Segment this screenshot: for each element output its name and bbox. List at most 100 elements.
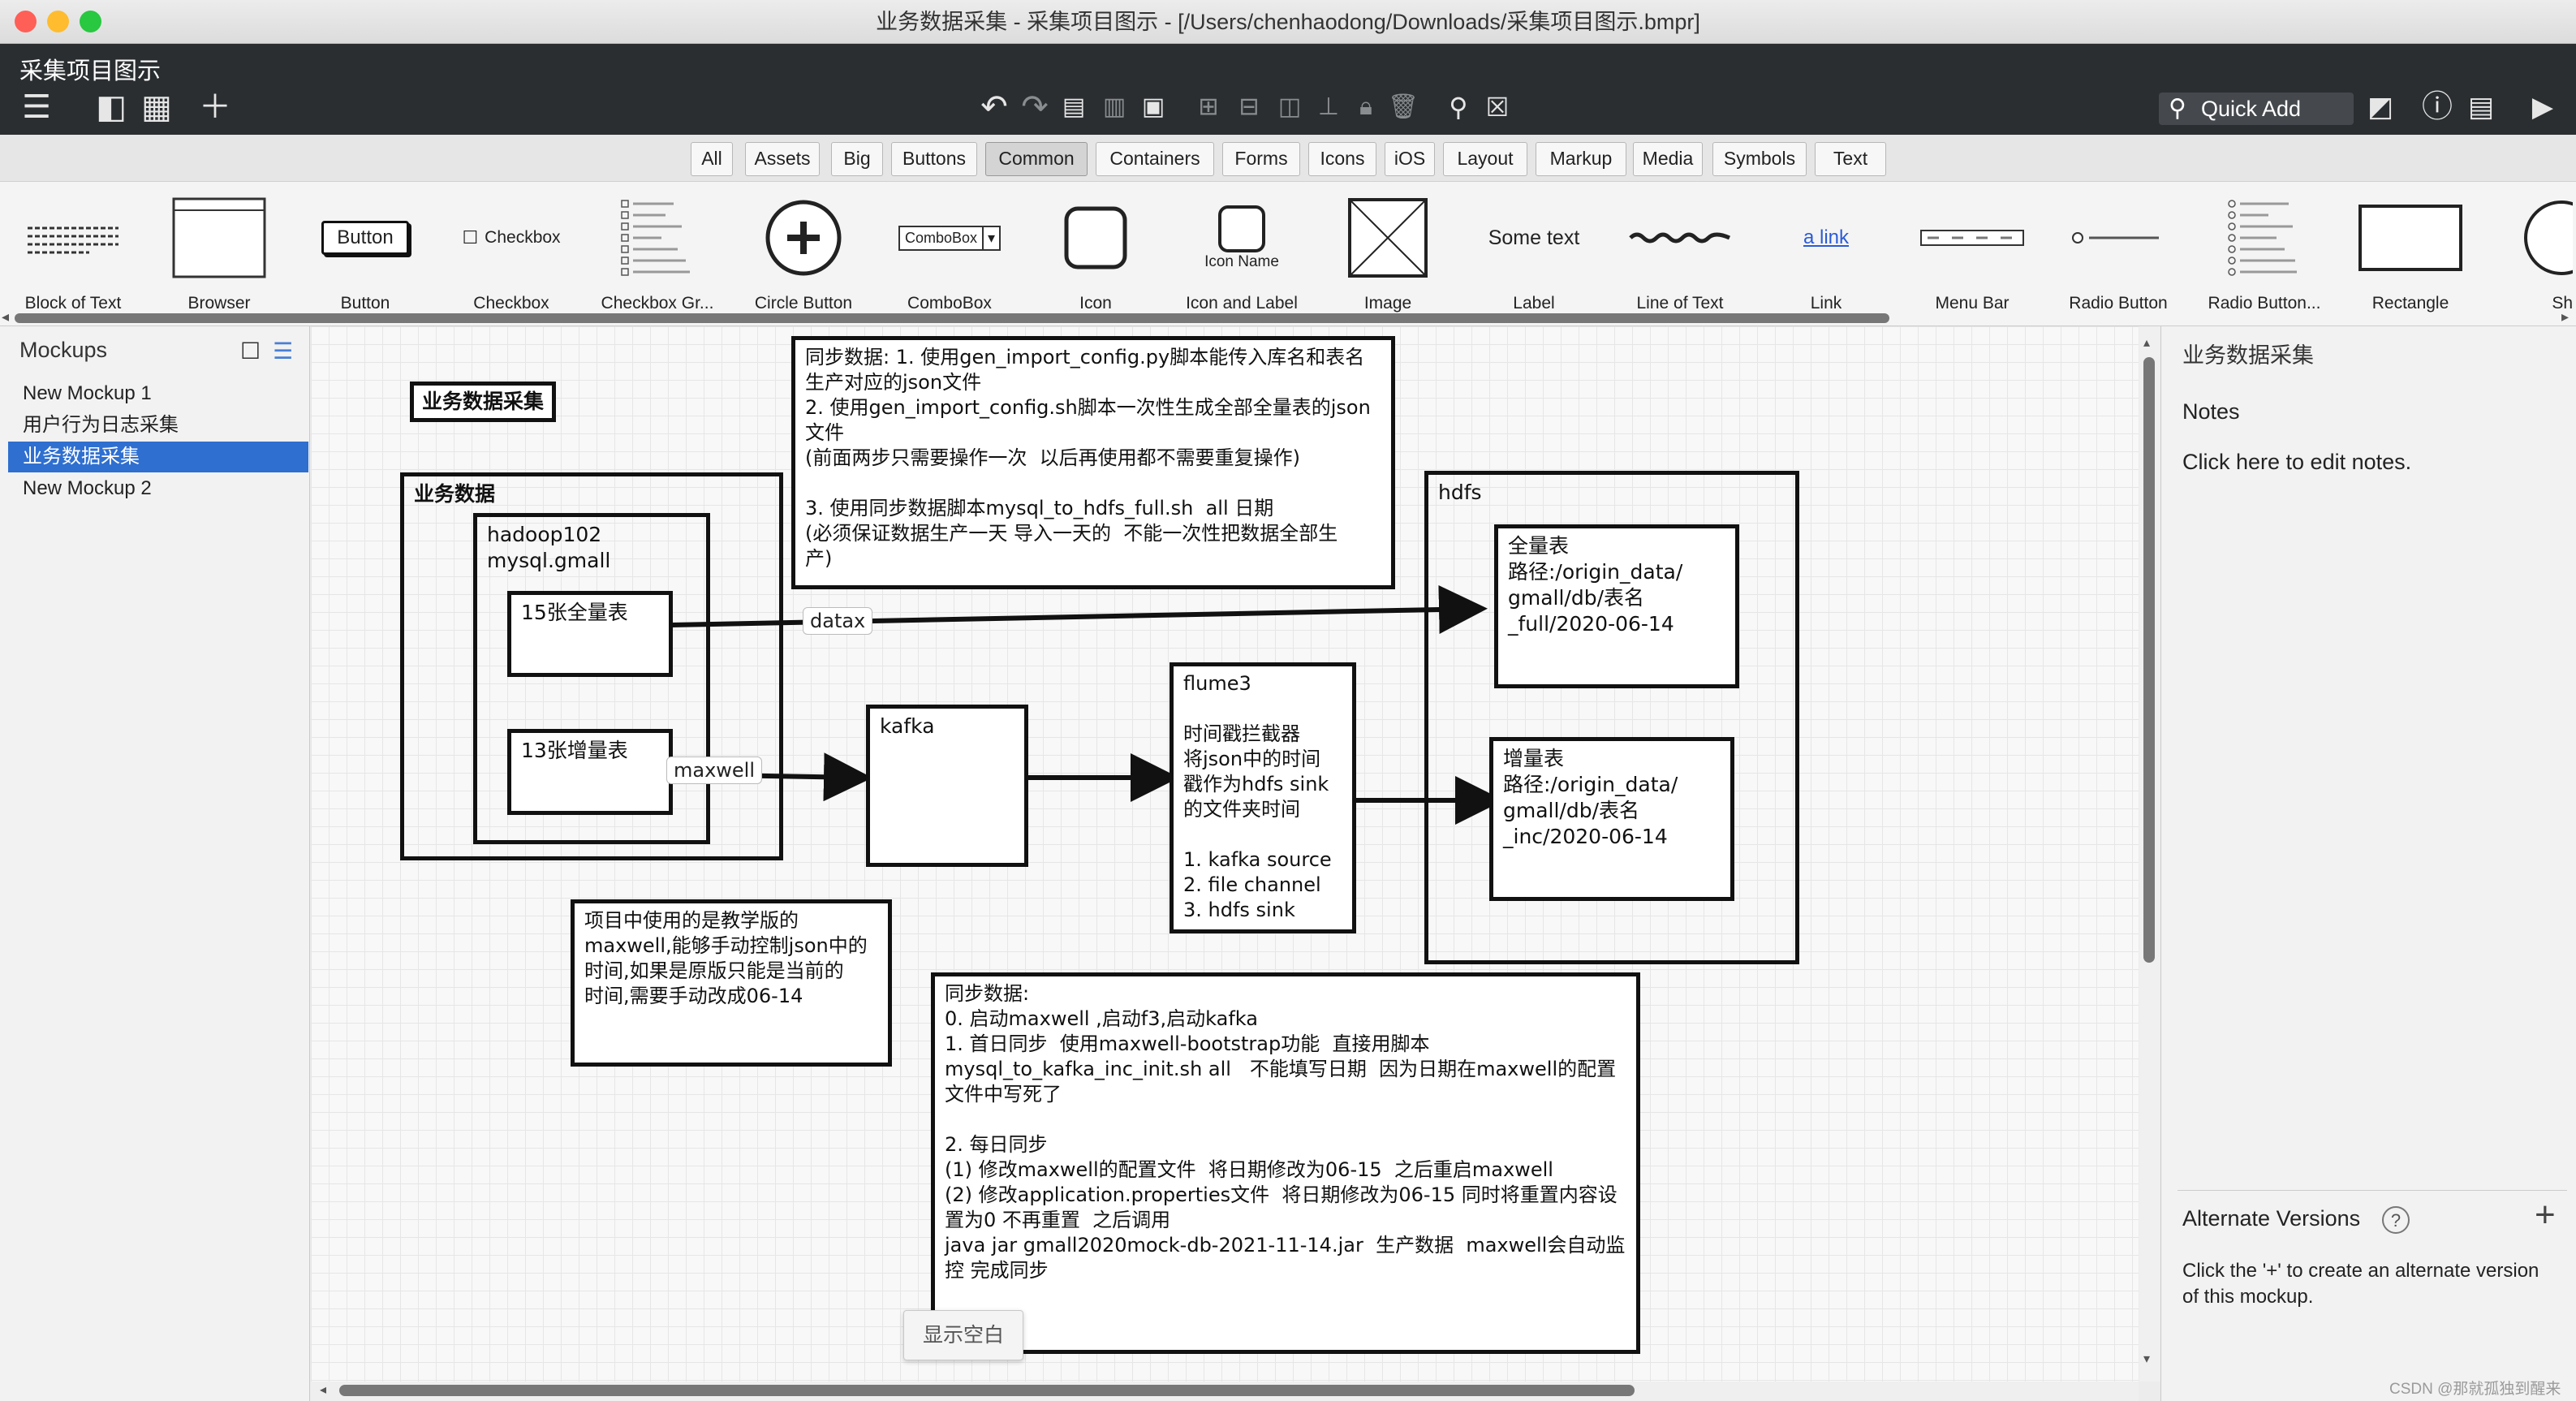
lib-shape[interactable]: Sh bbox=[2483, 190, 2576, 320]
chevron-down-icon: ▾ bbox=[982, 226, 999, 249]
scroll-left-icon[interactable]: ◂ bbox=[2, 308, 10, 325]
grid-view-icon[interactable]: ▦ bbox=[141, 89, 172, 125]
mockup-canvas[interactable]: 业务数据采集 业务数据 hadoop102 mysql.gmall 15张全量表… bbox=[311, 326, 2139, 1382]
category-icons[interactable]: Icons bbox=[1308, 142, 1376, 176]
maxwell-label[interactable]: maxwell bbox=[666, 757, 763, 784]
list-view-icon[interactable]: ☰ bbox=[273, 338, 294, 364]
info-icon[interactable]: ⓘ bbox=[2421, 90, 2453, 124]
component-category-bar: All Assets Big Buttons Common Containers… bbox=[0, 135, 2576, 182]
vertical-scroll-thumb[interactable] bbox=[2143, 357, 2155, 963]
redo-icon[interactable]: ↷ bbox=[1021, 89, 1049, 125]
maxwell-notes-box[interactable]: 项目中使用的是教学版的 maxwell,能够手动控制json中的 时间,如果是原… bbox=[571, 899, 892, 1067]
datax-label[interactable]: datax bbox=[803, 607, 873, 635]
hdfs-container[interactable]: hdfs bbox=[1424, 471, 1799, 964]
search-icon[interactable]: ⚲ bbox=[1449, 93, 1468, 122]
scroll-left-canvas-icon[interactable]: ◂ bbox=[320, 1383, 327, 1397]
lib-combobox[interactable]: ComboBox▾ ComboBox bbox=[877, 190, 1023, 320]
lib-circle-button[interactable]: Circle Button bbox=[730, 190, 877, 320]
lib-block-of-text[interactable]: Block of Text bbox=[0, 190, 146, 320]
quick-add-input[interactable]: ⚲ Quick Add bbox=[2159, 93, 2354, 125]
lib-browser[interactable]: Browser bbox=[146, 190, 292, 320]
copy-icon[interactable]: ▤ bbox=[1062, 93, 1086, 120]
single-view-icon[interactable]: ☐ bbox=[240, 338, 261, 364]
category-containers[interactable]: Containers bbox=[1096, 142, 1214, 176]
notes-edit-area[interactable]: Click here to edit notes. bbox=[2182, 450, 2412, 474]
cut-icon[interactable]: ▥ bbox=[1102, 93, 1126, 120]
close-window-button[interactable] bbox=[15, 11, 37, 32]
scroll-up-icon[interactable]: ▴ bbox=[2143, 336, 2151, 350]
minimize-window-button[interactable] bbox=[47, 11, 69, 32]
help-icon[interactable]: ? bbox=[2382, 1206, 2410, 1234]
align-icon[interactable]: ⊥ bbox=[1317, 93, 1340, 120]
project-title: 采集项目图示 bbox=[19, 58, 162, 84]
kafka-box[interactable]: kafka bbox=[866, 705, 1028, 867]
show-blank-tooltip[interactable]: 显示空白 bbox=[903, 1310, 1023, 1360]
paste-icon[interactable]: ▣ bbox=[1141, 93, 1165, 120]
sync-procedure-box[interactable]: 同步数据: 0. 启动maxwell ,启动f3,启动kafka 1. 首日同步… bbox=[931, 972, 1640, 1354]
quick-add-search-icon: ⚲ bbox=[2169, 95, 2186, 122]
lib-icon-and-label[interactable]: Icon Name Icon and Label bbox=[1169, 190, 1315, 320]
arrange-icon[interactable]: ◫ bbox=[1277, 93, 1302, 120]
group-icon[interactable]: ⊞ bbox=[1198, 93, 1219, 120]
sync-notes-box[interactable]: 同步数据: 1. 使用gen_import_config.py脚本能传入库名和表… bbox=[791, 336, 1395, 589]
presentation-icon[interactable]: ▶ bbox=[2531, 92, 2554, 123]
lib-icon[interactable]: Icon bbox=[1023, 190, 1169, 320]
title-label[interactable]: 业务数据采集 bbox=[410, 382, 556, 422]
lib-image[interactable]: Image bbox=[1315, 190, 1461, 320]
hdfs-incremental-box[interactable]: 增量表 路径:/origin_data/ gmall/db/表名 _inc/20… bbox=[1489, 737, 1734, 901]
category-forms[interactable]: Forms bbox=[1222, 142, 1300, 176]
notes-icon[interactable]: ▤ bbox=[2467, 92, 2495, 123]
library-scrollbar[interactable] bbox=[15, 313, 1889, 323]
undo-icon[interactable]: ↶ bbox=[980, 89, 1008, 125]
lib-menu-bar[interactable]: Menu Bar bbox=[1899, 190, 2045, 320]
panel-toggle-icon[interactable]: ◧ bbox=[96, 89, 127, 125]
scroll-down-icon[interactable]: ▾ bbox=[2143, 1352, 2151, 1366]
category-media[interactable]: Media bbox=[1633, 142, 1703, 176]
alternate-versions-label: Alternate Versions bbox=[2182, 1206, 2361, 1231]
category-big[interactable]: Big bbox=[831, 142, 883, 176]
mockups-panel: Mockups ☐ ☰ New Mockup 1 用户行为日志采集 业务数据采集… bbox=[0, 326, 310, 1401]
full-tables-box[interactable]: 15张全量表 bbox=[507, 591, 673, 677]
mockup-item-user-behavior[interactable]: 用户行为日志采集 bbox=[23, 414, 179, 436]
category-symbols[interactable]: Symbols bbox=[1712, 142, 1807, 176]
scroll-right-icon[interactable]: ▸ bbox=[2561, 308, 2570, 325]
hdfs-full-box[interactable]: 全量表 路径:/origin_data/ gmall/db/表名 _full/2… bbox=[1494, 524, 1739, 688]
clear-icon[interactable]: ☒ bbox=[1485, 93, 1510, 122]
hadoop-mysql-container[interactable]: hadoop102 mysql.gmall bbox=[473, 513, 710, 844]
category-ios[interactable]: iOS bbox=[1385, 142, 1435, 176]
category-buttons[interactable]: Buttons bbox=[891, 142, 977, 176]
category-common[interactable]: Common bbox=[985, 142, 1088, 176]
horizontal-scroll-thumb[interactable] bbox=[339, 1385, 1635, 1396]
category-text[interactable]: Text bbox=[1815, 142, 1886, 176]
lib-radio-button-group[interactable]: Radio Button... bbox=[2191, 190, 2337, 320]
incremental-tables-box[interactable]: 13张增量表 bbox=[507, 729, 673, 815]
mockup-item-business-data[interactable]: 业务数据采集 bbox=[8, 442, 308, 472]
lock-icon[interactable]: 🔒︎ bbox=[1359, 93, 1372, 120]
category-all[interactable]: All bbox=[691, 142, 733, 176]
zoom-window-button[interactable] bbox=[80, 11, 101, 32]
asset-browser-icon[interactable]: ◩ bbox=[2367, 92, 2394, 123]
menu-bar-icon bbox=[1920, 230, 2024, 246]
lib-rectangle[interactable]: Rectangle bbox=[2337, 190, 2483, 320]
lib-label[interactable]: Some text Label bbox=[1488, 226, 1580, 313]
mockup-item-new-mockup-2[interactable]: New Mockup 2 bbox=[23, 477, 152, 499]
category-assets[interactable]: Assets bbox=[745, 142, 820, 176]
lib-checkbox-group[interactable]: Checkbox Gr... bbox=[584, 190, 730, 320]
category-layout[interactable]: Layout bbox=[1443, 142, 1527, 176]
mockup-item-new-mockup-1[interactable]: New Mockup 1 bbox=[23, 382, 152, 404]
checkbox-group-icon bbox=[621, 200, 690, 276]
rectangle-icon bbox=[2358, 205, 2462, 271]
trash-icon[interactable]: 🗑︎ bbox=[1387, 93, 1419, 120]
add-alternate-version-icon[interactable]: + bbox=[2535, 1195, 2556, 1235]
business-data-container[interactable]: 业务数据 bbox=[400, 472, 783, 860]
lib-radio-button[interactable]: Radio Button bbox=[2045, 190, 2191, 320]
lib-button[interactable]: Button Button bbox=[292, 190, 438, 320]
flume-box[interactable]: flume3 时间戳拦截器 将json中的时间 戳作为hdfs sink 的文件… bbox=[1170, 662, 1356, 933]
category-markup[interactable]: Markup bbox=[1536, 142, 1626, 176]
ungroup-icon[interactable]: ⊟ bbox=[1238, 93, 1260, 120]
lib-line-of-text[interactable]: Line of Text bbox=[1607, 190, 1753, 320]
menu-icon[interactable]: ☰ bbox=[22, 89, 51, 125]
add-mockup-icon[interactable]: ＋ bbox=[199, 89, 231, 125]
lib-link[interactable]: a link Link bbox=[1803, 226, 1850, 313]
lib-checkbox[interactable]: ☐Checkbox Checkbox bbox=[462, 227, 561, 313]
